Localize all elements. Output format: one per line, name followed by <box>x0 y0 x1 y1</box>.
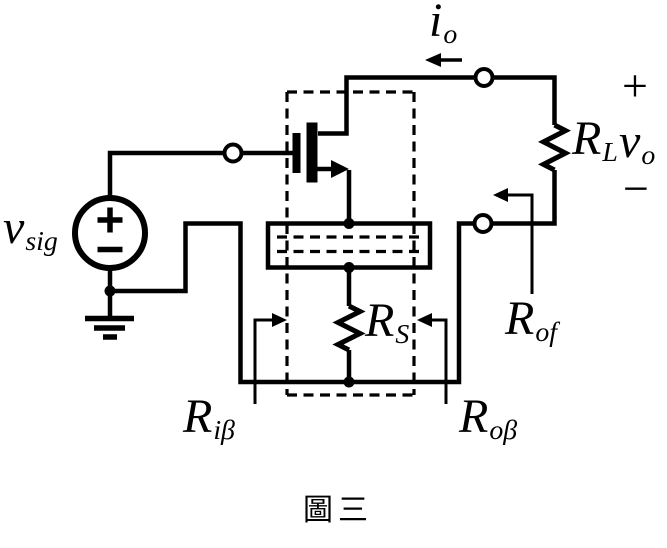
label-v-o-sub: o <box>641 140 656 172</box>
output-top-terminal-circle <box>473 67 495 88</box>
r-of-pointer-line <box>507 193 534 294</box>
label-r-of-main: R <box>505 292 535 345</box>
node-dot-source-top <box>343 218 355 229</box>
label-r-o-beta-main: R <box>459 390 489 443</box>
label-r-s-sub: S <box>395 319 410 351</box>
output-bottom-terminal-circle <box>472 213 494 234</box>
node-dot-vsig-ground <box>104 285 116 297</box>
r-i-beta-arrow-head <box>272 313 287 327</box>
resistor-rs <box>332 303 366 353</box>
ground-icon <box>85 291 134 340</box>
vsig-voltage-source <box>72 195 148 271</box>
label-r-l-sub: L <box>602 137 618 169</box>
r-of-pointer <box>493 188 534 294</box>
wire-feedback-return-loop <box>110 221 475 385</box>
label-r-i-beta-sub: iβ <box>213 415 235 447</box>
input-terminal-circle <box>222 142 244 164</box>
r-o-beta-arrow-head <box>417 313 432 327</box>
label-r-of-sub: of <box>535 317 557 349</box>
figure-caption: 圖三 <box>303 494 373 527</box>
wire-vsig-to-input-terminal <box>107 150 224 198</box>
label-v-sig: vsig <box>3 204 58 256</box>
nmos-transistor <box>292 122 349 183</box>
r-o-beta-pointer <box>417 313 448 404</box>
node-dot-rs-top <box>343 262 355 273</box>
nmos-source-arrow <box>331 160 349 178</box>
wire-drain-to-top-terminal <box>318 75 475 136</box>
label-i-o-sub: o <box>443 19 458 51</box>
label-v-sig-sub: sig <box>25 226 58 258</box>
node-dot-rs-bottom <box>343 376 355 388</box>
label-v-o: vo <box>619 118 655 170</box>
node-dots <box>104 218 355 388</box>
nmos-channel-bar <box>306 122 318 183</box>
label-r-i-beta-main: R <box>183 390 213 443</box>
label-plus-sign: + <box>622 60 648 111</box>
nmos-gate-bar <box>292 133 301 173</box>
terminal-circles <box>222 67 495 234</box>
label-r-o-beta: Roβ <box>459 393 517 445</box>
resistor-rl <box>538 122 571 173</box>
io-arrow-head <box>425 53 441 67</box>
label-v-sig-main: v <box>3 201 25 254</box>
r-o-beta-pointer-line <box>432 318 448 404</box>
label-r-l: RL <box>572 115 618 167</box>
wire-output-terminal-to-rl <box>492 170 557 226</box>
wire-top-terminal-to-rl <box>493 75 557 125</box>
feedback-network-box <box>265 221 433 270</box>
dashed-boundary-box <box>277 90 424 397</box>
label-r-s-main: R <box>365 294 395 347</box>
label-i-o-main: i <box>429 0 443 47</box>
r-i-beta-pointer <box>253 313 287 404</box>
r-i-beta-pointer-line <box>253 318 273 404</box>
label-v-o-main: v <box>619 115 641 168</box>
r-of-arrow-head <box>493 188 508 202</box>
label-minus-sign: − <box>623 163 649 214</box>
label-i-o: io <box>429 0 457 49</box>
voltage-source-circle <box>72 195 148 271</box>
label-r-i-beta: Riβ <box>183 393 235 445</box>
label-r-l-main: R <box>572 112 602 165</box>
label-r-of: Rof <box>505 295 557 347</box>
io-current-arrow <box>425 53 462 67</box>
label-r-s: RS <box>365 297 409 349</box>
label-r-o-beta-sub: oβ <box>489 415 518 447</box>
